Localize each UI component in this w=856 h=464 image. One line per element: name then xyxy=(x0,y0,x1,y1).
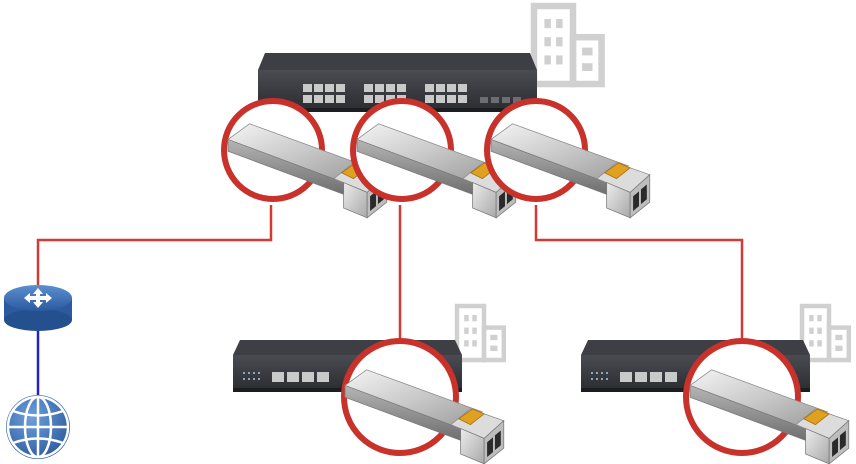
sfp-core-2 xyxy=(350,98,517,219)
router-icon xyxy=(4,285,72,331)
switch-ports xyxy=(303,84,467,103)
sfp-access-2 xyxy=(683,338,850,464)
building-icon xyxy=(457,306,504,360)
sfp-core-1 xyxy=(221,98,388,219)
sfp-core-3 xyxy=(484,98,651,219)
globe-icon xyxy=(6,395,70,459)
sfp-access-1 xyxy=(341,338,505,464)
link-core-to-access-2 xyxy=(534,205,744,345)
link-lines xyxy=(36,205,744,345)
building-icon xyxy=(802,306,849,360)
building-icon xyxy=(534,6,602,84)
link-core-to-router xyxy=(36,205,273,285)
